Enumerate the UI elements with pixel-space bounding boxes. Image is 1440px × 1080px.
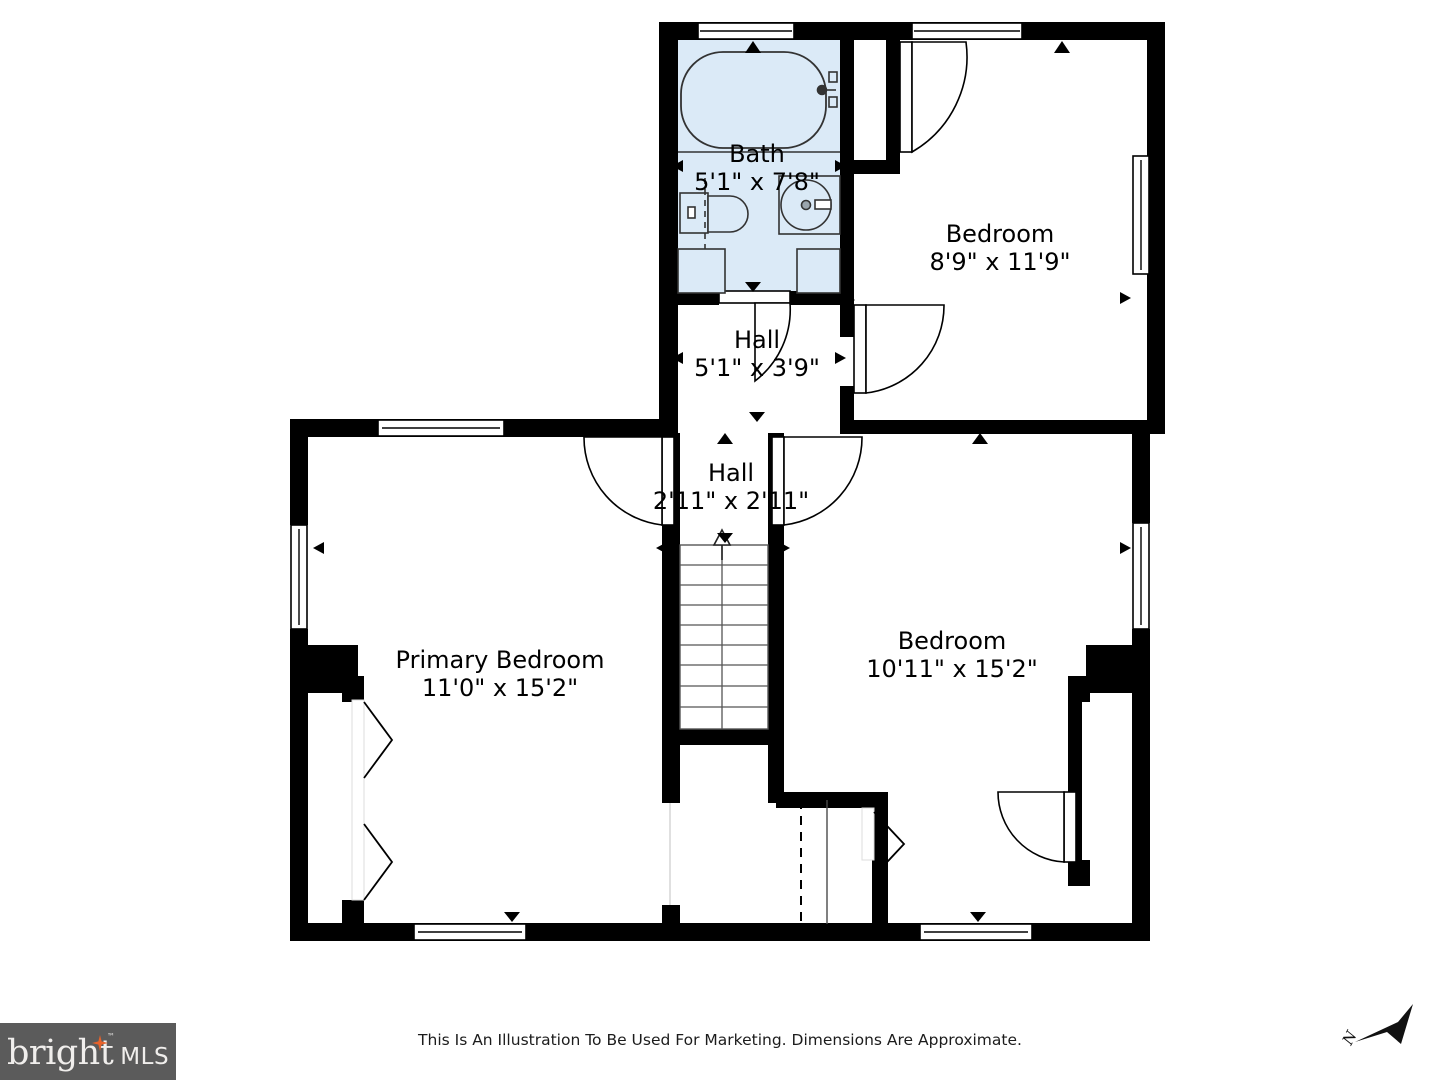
wall-closet-upperright-right [886,40,900,174]
marker-hall-lower-top [717,433,733,444]
marker-bath-right [835,160,846,172]
wall-stair-bottom [662,729,784,745]
wall-bath-bottom-right [790,291,854,305]
brand-name-bright: bright [6,1032,114,1073]
door-hall-connector [680,422,782,433]
marker-hall-upper-bottom [749,412,765,422]
wall-hall-upper-left [659,291,678,434]
brand-star-icon [91,1034,108,1051]
stairs-up-icon [679,528,769,730]
door-closet-upper-right [899,41,968,154]
wall-hall-upper-right-b [840,386,854,434]
brand-trademark: ™ [106,1031,115,1041]
wall-center-stub [662,905,680,925]
bath-cabinet-right [796,248,841,294]
marker-bed-ur-bottom [1006,422,1022,432]
wall-right-closet-bottom [1068,860,1090,886]
door-bedroom-lower-right [771,436,863,526]
marker-hall-lower-bottom [717,533,733,543]
marker-hall-lower-left [656,542,667,554]
north-arrow-compass: N [1338,1004,1413,1049]
marker-hall-lower-right [779,542,790,554]
window-primary-top [377,419,505,437]
wall-lower-block-left-b [290,629,308,941]
toilet-icon [679,178,749,250]
marker-hall-upper-left [672,352,683,364]
wall-right-closet-notch [1068,676,1090,702]
marker-primary-top-window [504,427,520,437]
window-bottom-right [919,923,1033,941]
doors [351,41,1077,924]
wall-primary-closet-notch [342,676,364,702]
wall-bath-right-lower [840,172,854,305]
wall-bath-right [840,22,854,172]
marketing-disclaimer: This Is An Illustration To Be Used For M… [418,1031,1022,1049]
wall-stair-left-lower [662,729,680,803]
marker-bed-ur-right-window [1120,292,1131,304]
wall-upper-block-bottom-right [854,420,1147,434]
wall-lower-block-left [290,419,308,525]
wall-center-closet-right-b [872,860,888,924]
wall-lower-block-right-b [1132,629,1150,941]
wall-right-closet-top [1086,645,1150,693]
bathtub-faucet-icon [816,71,838,108]
door-closet-lower-right [997,791,1077,863]
bath-cabinet-left [677,248,726,294]
window-bedroom-ur-right [1132,155,1150,275]
marker-hall-upper-right [835,352,846,364]
window-bottom-left [413,923,527,941]
wall-stair-right-lower [768,729,784,803]
marker-bed-lr-top [972,433,988,444]
wall-closet-upperright-bottom [840,160,900,174]
window-bath-top [697,22,795,40]
bathtub-icon [680,51,827,149]
north-arrow-icon [1355,1004,1413,1044]
sink-icon [778,175,841,235]
door-primary-bedroom [583,436,675,526]
bath-fixtures [677,51,841,294]
marker-primary-left-window [313,542,324,554]
bright-mls-logo: bright ™ MLS [0,1023,176,1080]
window-primary-left [290,524,308,630]
wall-primary-closet-bottom [342,900,364,924]
wall-left-upper-block [659,22,678,305]
room-fills [304,40,1150,941]
windows [290,22,1150,941]
door-bedroom-upper-right [853,304,945,394]
marker-bed-ur-top-window [1054,41,1070,53]
brand-name-mls: MLS [120,1043,170,1070]
marker-bed-lr-bottom-window [970,912,986,922]
wall-lower-block-right [1132,433,1150,523]
door-center-closet-bifold [861,807,906,877]
door-bath [718,290,792,383]
marker-bed-ur-door-top [845,294,855,306]
marker-primary-bottom-window [504,912,520,922]
marker-bath-top-window [745,41,761,53]
hall-lower-floor-fill [678,433,782,543]
window-bedroom-lr-right [1132,522,1150,630]
window-bedroom-ur-top [911,22,1023,40]
door-primary-closet-bifold [351,699,394,901]
wall-right-upper-block [1147,22,1165,434]
dimension-markers [313,41,1131,922]
marker-bath-bottom [745,282,761,292]
wall-center-closet-top [776,792,888,808]
marker-bath-left [672,160,683,172]
marker-bed-lr-right-window [1120,542,1131,554]
